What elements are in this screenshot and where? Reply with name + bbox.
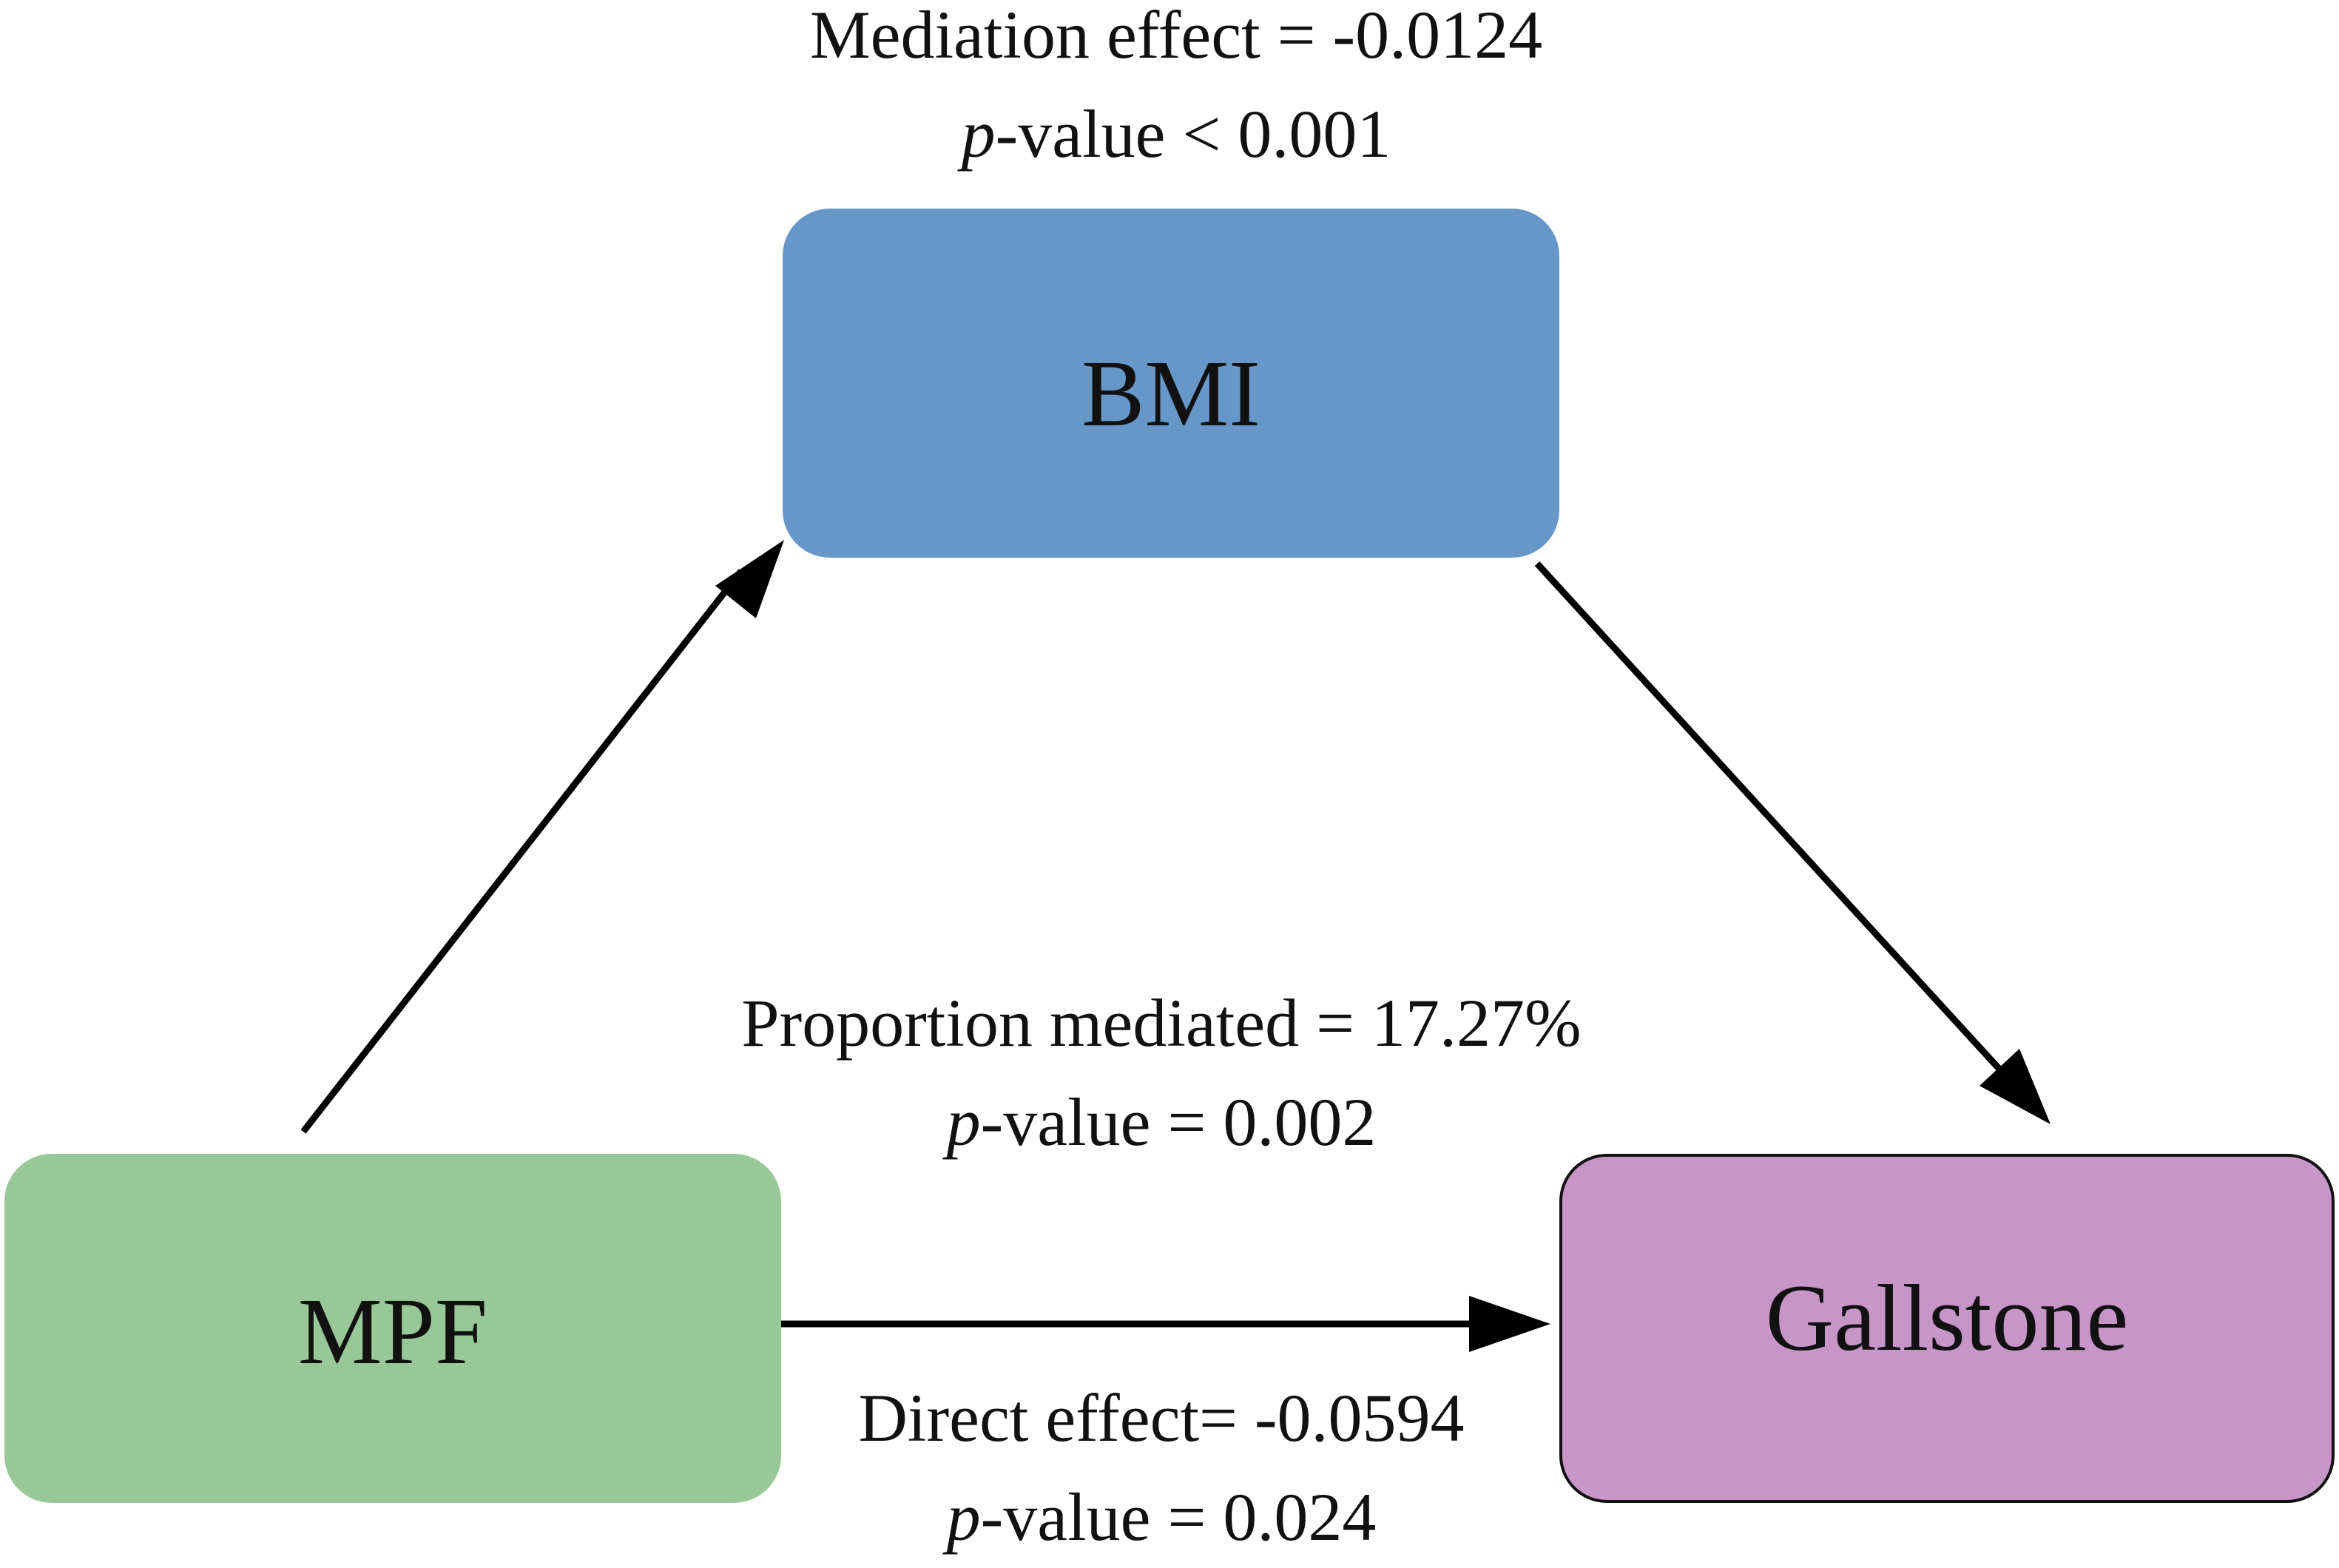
mediation-effect-text: Mediation effect = -0.0124: [809, 0, 1543, 72]
proportion-p-italic: p: [946, 1084, 981, 1160]
proportion-mediated-annotation: Proportion mediated = 17.27% p-value = 0…: [621, 973, 1701, 1172]
mediation-effect-annotation: Mediation effect = -0.0124 p-value < 0.0…: [651, 0, 1701, 183]
bmi-node: BMI: [783, 209, 1559, 558]
gallstone-node-label: Gallstone: [1765, 1265, 2129, 1371]
mpf-node-label: MPF: [297, 1279, 488, 1384]
proportion-p-value-line: p-value = 0.002: [621, 1072, 1701, 1172]
direct-effect-annotation: Direct effect= -0.0594 p-value = 0.024: [636, 1368, 1687, 1567]
mediation-p-italic: p: [961, 96, 996, 172]
direct-p-value-text: -value = 0.024: [980, 1479, 1377, 1555]
direct-p-italic: p: [946, 1479, 981, 1555]
proportion-mediated-text: Proportion mediated = 17.27%: [741, 985, 1582, 1061]
arrow-mpf-to-bmi: [300, 540, 784, 1134]
mpf-node: MPF: [4, 1154, 781, 1503]
arrow-mpf-to-gallstone: [775, 1296, 1550, 1352]
arrowhead-bmi-to-gallstone: [1979, 1049, 2051, 1124]
mediation-p-value-text: -value < 0.001: [995, 96, 1391, 172]
gallstone-node: Gallstone: [1559, 1154, 2335, 1503]
mediation-p-value-line: p-value < 0.001: [651, 84, 1701, 183]
arrowhead-mpf-to-bmi: [715, 540, 784, 618]
direct-p-value-line: p-value = 0.024: [636, 1467, 1687, 1567]
proportion-p-value-text: -value = 0.002: [980, 1084, 1377, 1160]
arrow-bmi-to-gallstone: [1534, 561, 2051, 1124]
bmi-node-label: BMI: [1081, 341, 1260, 446]
arrowhead-mpf-to-gallstone: [1469, 1296, 1550, 1352]
direct-effect-text: Direct effect= -0.0594: [858, 1380, 1465, 1456]
